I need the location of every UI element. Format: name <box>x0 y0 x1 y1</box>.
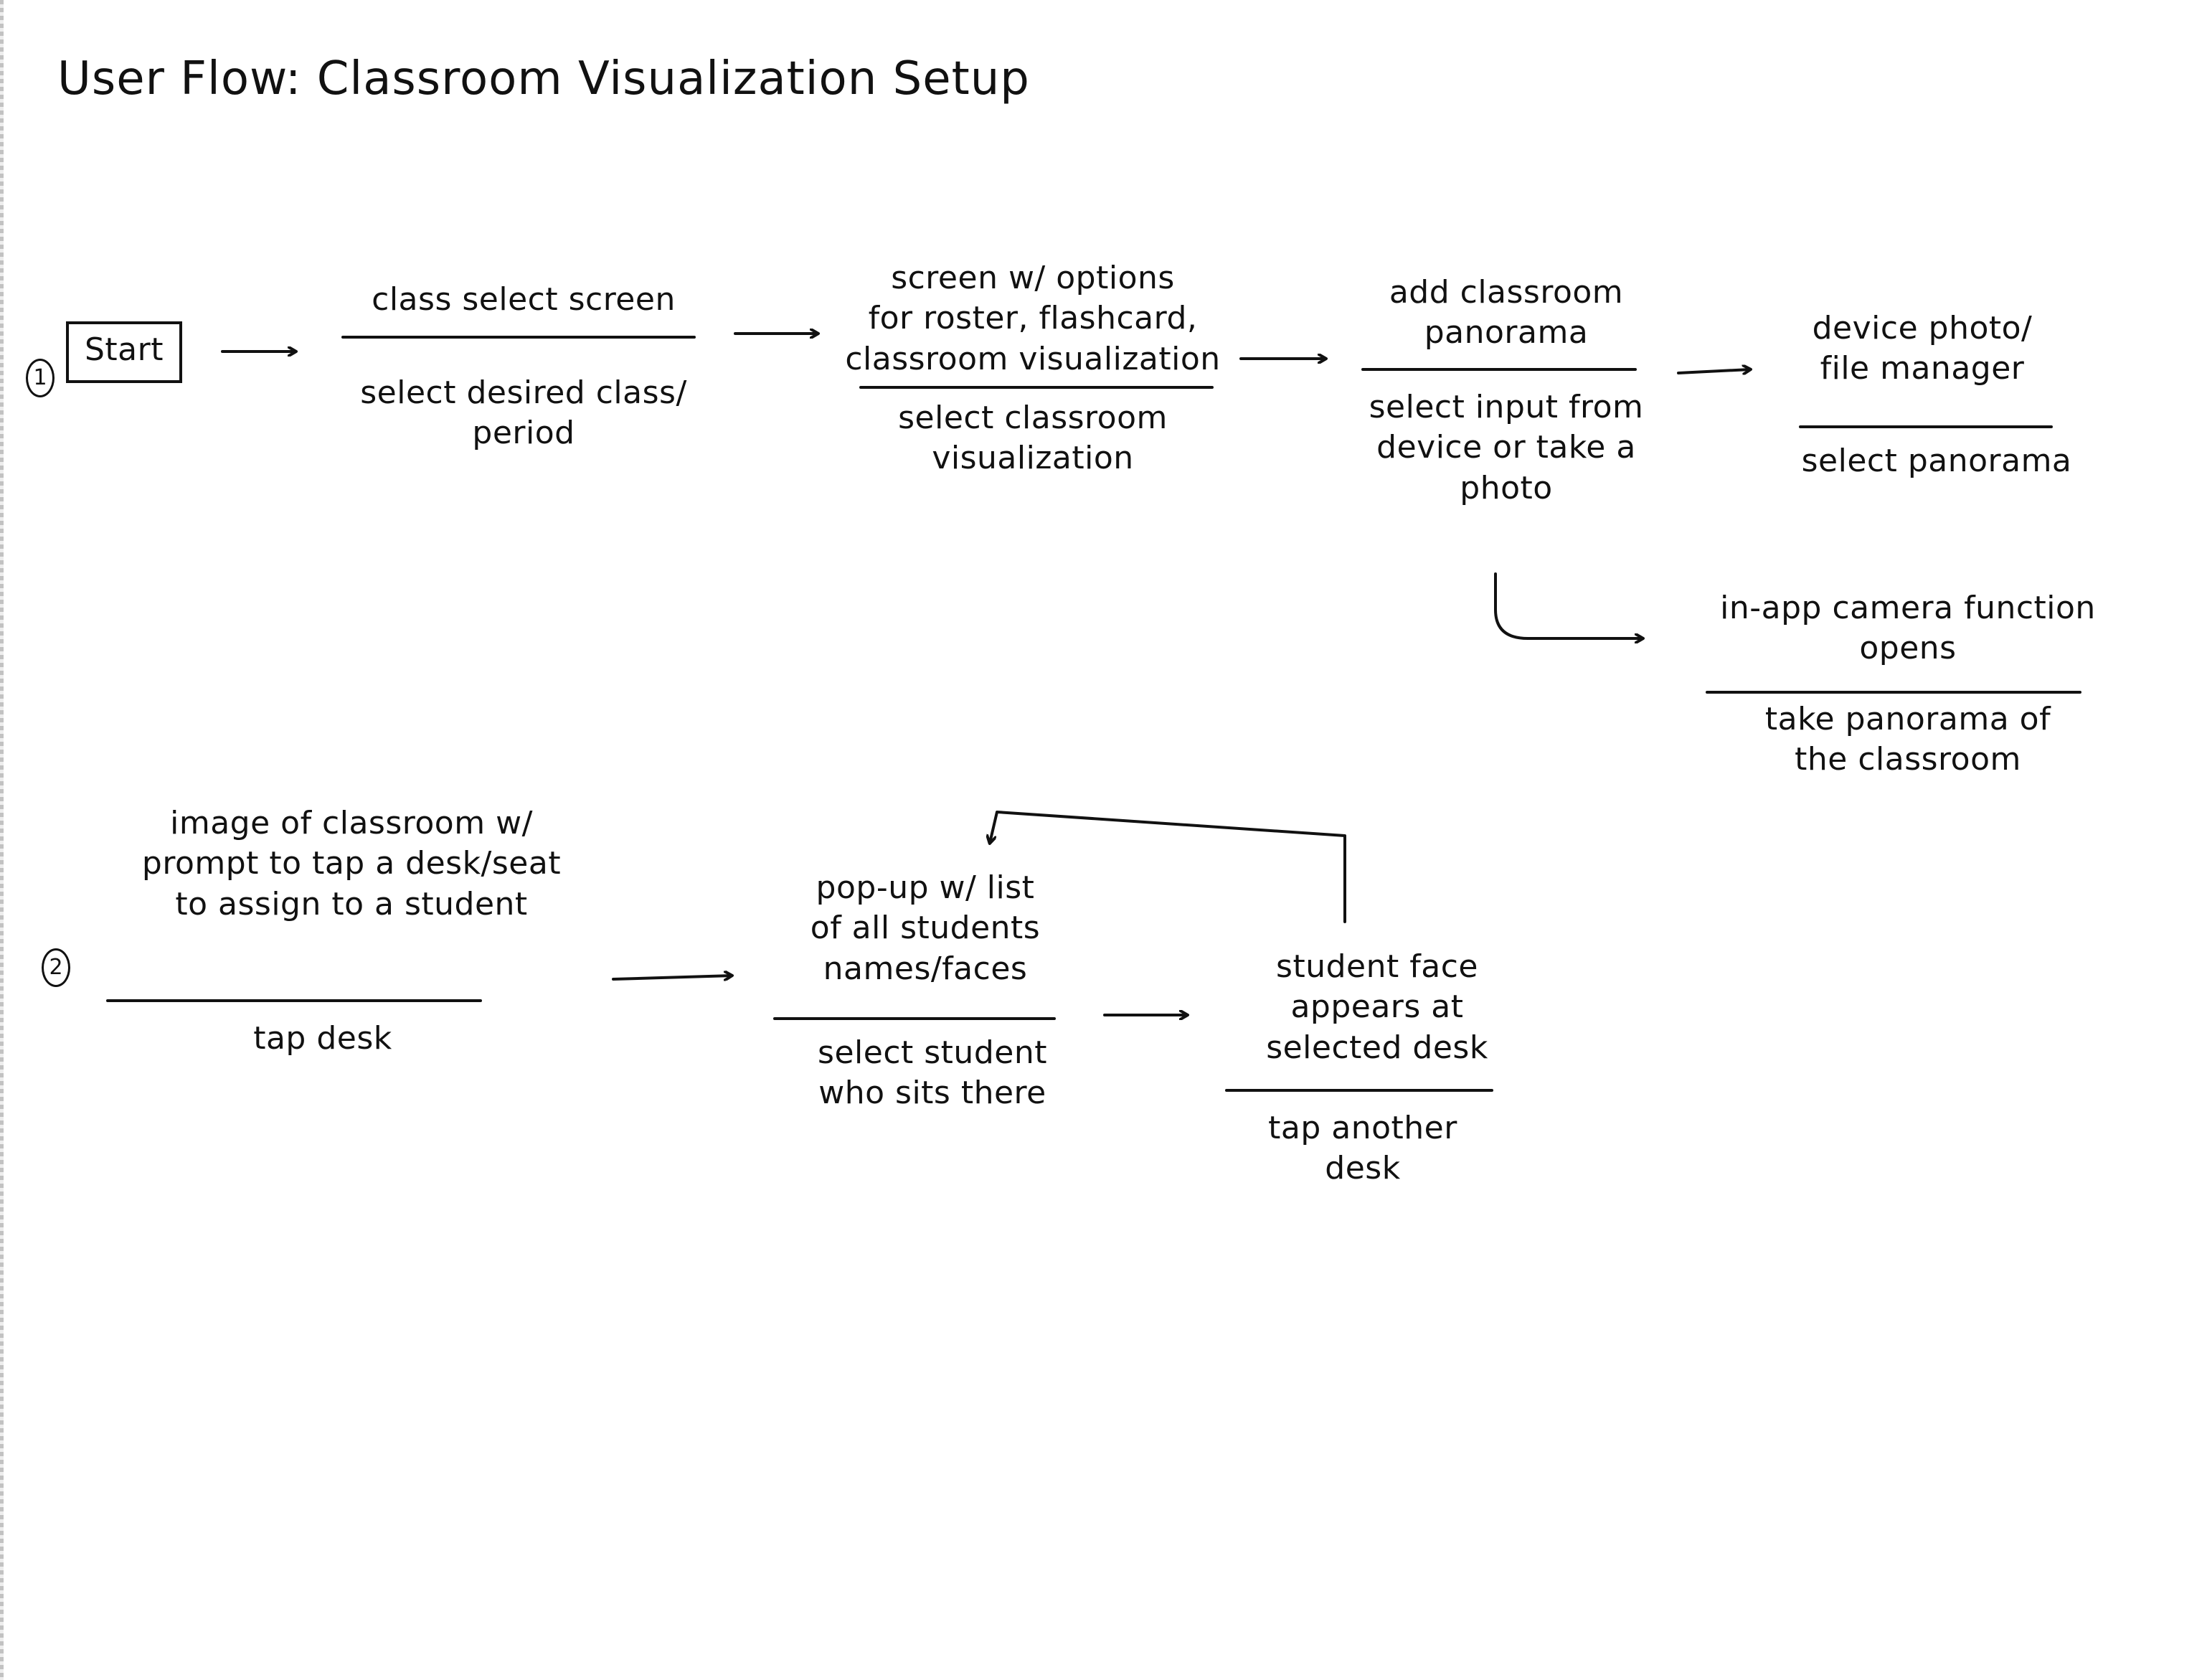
node-class-select-screen: class select screen <box>372 281 676 318</box>
action-tap-desk: tap desk <box>253 1020 392 1057</box>
action-select-desired-class: select desired class/ period <box>360 374 687 452</box>
action-take-panorama: take panorama of the classroom <box>1764 701 2051 778</box>
node-options-screen: screen w/ options for roster, flashcard,… <box>845 260 1221 377</box>
node-device-photo-file-manager: device photo/ file manager <box>1812 310 2033 387</box>
action-select-input: select input from device or take a photo <box>1369 389 1644 506</box>
start-node-label: Start <box>85 331 164 368</box>
arrow-image-to-popup <box>612 976 732 979</box>
start-node-box <box>66 321 182 383</box>
step-marker-1: 1 <box>26 359 55 397</box>
arrow-add-panorama-to-camera <box>1494 572 1643 638</box>
node-in-app-camera: in-app camera function opens <box>1720 590 2096 667</box>
step-marker-2: 2 <box>42 948 70 987</box>
node-popup-student-list: pop-up w/ list of all students names/fac… <box>810 869 1041 987</box>
node-add-classroom-panorama: add classroom panorama <box>1389 274 1624 351</box>
action-tap-another-desk: tap another desk <box>1268 1110 1457 1187</box>
page-title: User Flow: Classroom Visualization Setup <box>57 52 1030 105</box>
arrow-add-panorama-to-device-photo <box>1677 369 1750 373</box>
scan-edge <box>0 0 4 1680</box>
action-select-student: select student who sits there <box>818 1034 1047 1112</box>
arrow-loop-back-to-popup <box>990 811 1346 923</box>
action-select-classroom-visualization: select classroom visualization <box>898 400 1168 477</box>
node-image-of-classroom: image of classroom w/ prompt to tap a de… <box>141 805 562 922</box>
action-select-panorama: select panorama <box>1801 443 2072 479</box>
node-student-face-appears: student face appears at selected desk <box>1266 948 1488 1066</box>
